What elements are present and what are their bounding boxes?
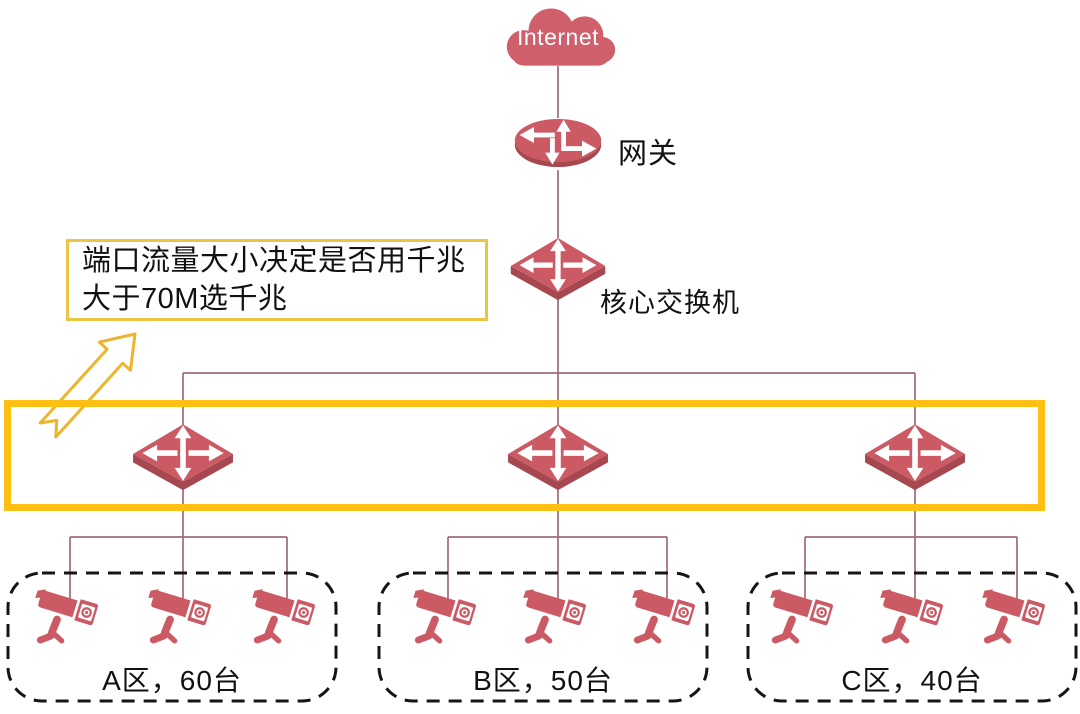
core-switch-label: 核心交换机: [600, 288, 740, 318]
access-switch-c-icon: [859, 417, 971, 491]
camera-icon: [409, 589, 487, 653]
camera-icon: [766, 589, 844, 653]
access-layer-highlight-band: [4, 400, 1045, 511]
zone-c-label: C区，40台: [841, 665, 983, 696]
camera-icon: [248, 589, 326, 653]
core-switch-icon: [505, 231, 611, 301]
camera-icon: [876, 589, 954, 653]
camera-icon: [628, 589, 706, 653]
zone-c-box: [746, 571, 1078, 703]
zone-b-box: [377, 571, 709, 703]
callout-line-2: 大于70M选千兆: [82, 283, 288, 315]
zone-a-label: A区，60台: [102, 665, 242, 696]
gateway-label: 网关: [618, 138, 679, 170]
access-switch-b-icon: [502, 417, 614, 491]
callout-note: 端口流量大小决定是否用千兆 大于70M选千兆: [66, 239, 488, 321]
zone-b-label: B区，50台: [473, 665, 613, 696]
camera-icon: [978, 589, 1056, 653]
callout-line-1: 端口流量大小决定是否用千兆: [82, 245, 466, 277]
camera-icon: [144, 589, 222, 653]
zone-a-box: [6, 571, 338, 703]
camera-icon: [519, 589, 597, 653]
camera-icon: [31, 589, 109, 653]
access-switch-a-icon: [127, 417, 239, 491]
gateway-router-icon: [510, 114, 606, 172]
internet-label: Internet: [517, 24, 599, 50]
callout-arrow-icon: [38, 332, 137, 439]
